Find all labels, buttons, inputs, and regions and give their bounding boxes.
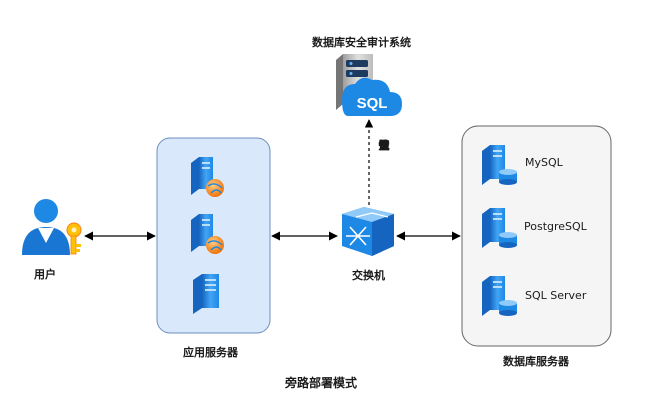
sql-audit-server-icon: SQL [336,54,402,116]
database-server-icon [482,276,517,316]
app-server-group [156,137,271,334]
web-server-icon [191,214,224,254]
mirror-char: 流 [378,139,390,152]
audit-system-label: 数据库安全审计系统 [312,36,411,49]
switch-icon [342,207,394,256]
database-server-icon [482,145,517,185]
app-servers-label: 应用服务器 [183,346,238,359]
user-label: 用户 [34,268,56,281]
server-icon [193,274,219,314]
sql-icon-text: SQL [357,95,388,112]
database-server-icon [482,208,517,248]
diagram-title: 旁路部署模式 [285,376,358,390]
db-name-sqlserver: SQL Server [525,289,587,302]
switch-label: 交换机 [352,269,385,282]
db-name-postgresql: PostgreSQL [524,220,587,233]
mirror-char: 镜 [378,139,390,152]
db-servers-label: 数据库服务器 [503,355,569,368]
mirror-char: 量 [378,139,390,152]
user-key-icon [22,199,82,255]
mirror-char: 像 [378,139,390,152]
db-name-mysql: MySQL [525,156,563,169]
web-server-icon [191,157,224,197]
